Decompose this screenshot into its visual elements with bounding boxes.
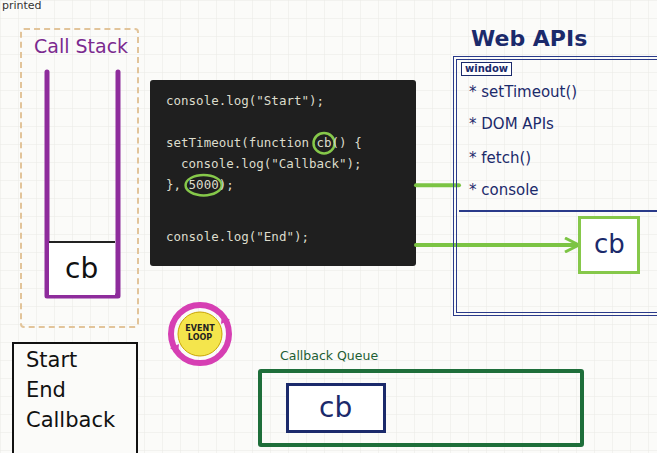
api-item: * setTimeout() [469, 84, 577, 101]
panel-title: Web APIs [471, 26, 587, 51]
queued-callback: cb [286, 383, 386, 433]
stack-frame: cb [49, 241, 115, 295]
cropped-caption: printed [2, 0, 42, 13]
code-line: console.log("Callback"); [181, 157, 362, 171]
queue-title: Callback Queue [280, 349, 378, 363]
region-title: Call Stack [34, 36, 128, 58]
output-line: Start [26, 348, 77, 372]
code-background [150, 80, 416, 266]
api-item: * console [469, 182, 539, 199]
loop-core [178, 312, 222, 356]
callback-label: cb [319, 392, 352, 424]
event-loop-circle: EVENT LOOP [166, 300, 234, 368]
web-apis-panel: Web APIs window * setTimeout() * DOM APIs * … [453, 26, 657, 316]
window-tag: window [461, 62, 512, 76]
call-stack-region: Call Stack cb [20, 28, 139, 328]
timer-callback-box: cb [578, 216, 640, 274]
code-line: console.log("Start"); [166, 94, 324, 108]
loop-ring [171, 305, 229, 363]
output-line: End [26, 378, 66, 402]
callback-queue: Callback Queue cb [258, 349, 584, 447]
flow-arrow [416, 243, 578, 247]
code-line: console.log("End"); [166, 230, 309, 244]
frame-label: cb [65, 253, 98, 285]
output-line: Callback [26, 408, 115, 432]
loop-arrowhead [221, 314, 230, 324]
callback-label: cb [594, 230, 625, 260]
loop-label: EVENT LOOP [180, 325, 220, 343]
loop-arrowhead [170, 344, 179, 354]
console-output: StartEndCallback [12, 342, 138, 453]
code-line: }, 5000); [166, 178, 234, 192]
window-object: window * setTimeout() * DOM APIs * fetch() *… [459, 62, 657, 212]
api-item: * fetch() [469, 150, 531, 167]
code-line: setTimeout(function cb() { [166, 136, 362, 150]
api-item: * DOM APIs [469, 116, 554, 133]
stack-outline [47, 72, 118, 296]
code-panel: console.log("Start"); setTimeout(function… [150, 80, 416, 266]
